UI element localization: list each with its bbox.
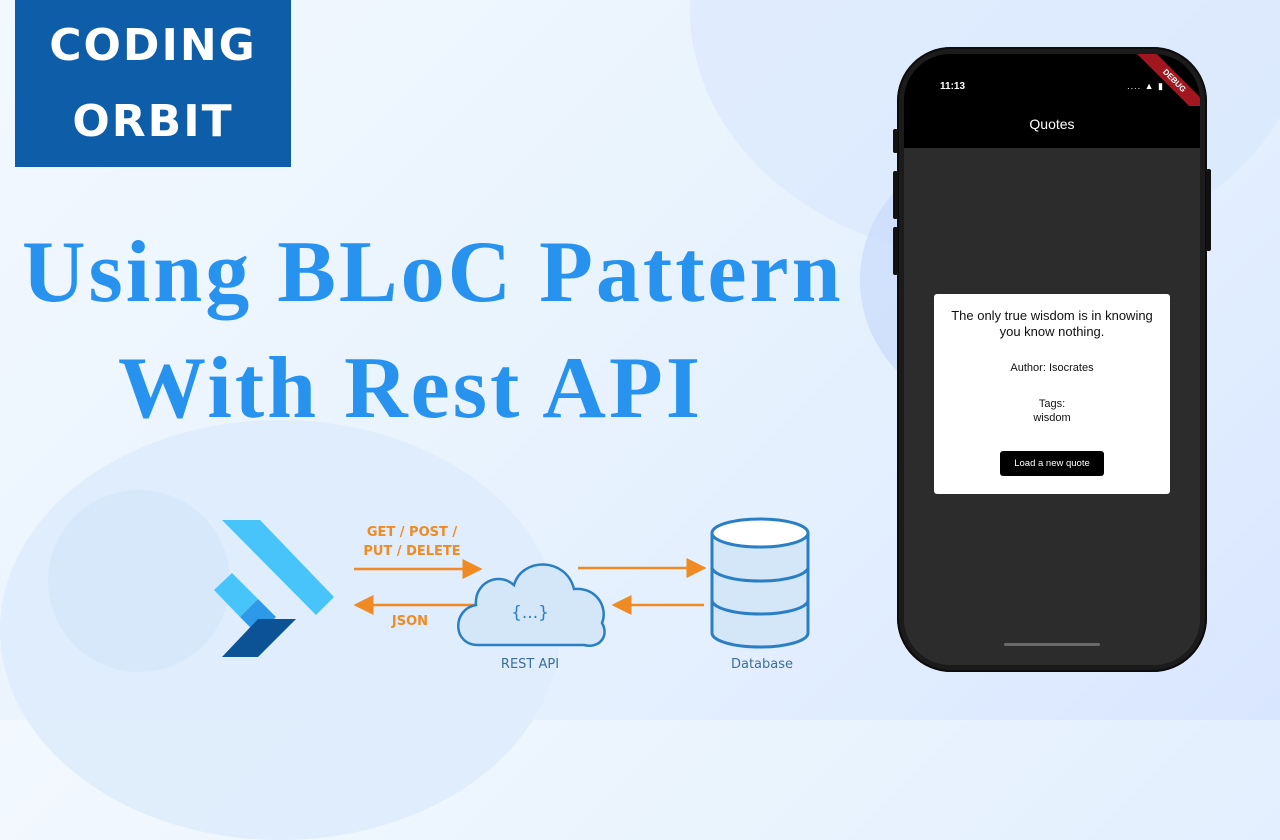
brand-line-2: ORBIT <box>72 96 234 147</box>
phone-volume-down-button <box>893 227 898 275</box>
flutter-logo-lower-bar <box>222 619 296 657</box>
flutter-logo-icon <box>214 520 334 657</box>
load-new-quote-button[interactable]: Load a new quote <box>1000 451 1104 476</box>
quote-tags-label: Tags: <box>1038 398 1066 410</box>
database-icon <box>710 517 810 649</box>
background-blob <box>48 490 230 672</box>
flutter-logo-upper-bar <box>222 520 334 615</box>
quote-card: The only true wisdom is in knowing you k… <box>934 294 1170 494</box>
request-methods-label-2: PUT / DELETE <box>363 544 460 559</box>
headline-line-2: With Rest API <box>118 340 703 437</box>
channel-logo: CODING ORBIT <box>15 0 291 167</box>
database-label: Database <box>731 657 793 672</box>
quote-tags-value: wisdom <box>1033 412 1071 424</box>
headline-line-1: Using BLoC Pattern <box>22 224 844 321</box>
status-icons: .... ▲ ▮ <box>1127 81 1164 91</box>
phone-power-button <box>1206 169 1211 251</box>
rest-api-label: REST API <box>501 657 559 672</box>
request-methods-label: GET / POST / <box>367 525 458 540</box>
phone-volume-up-button <box>893 171 898 219</box>
rest-api-diagram: GET / POST / PUT / DELETE JSON {...} RES… <box>353 517 810 672</box>
cloud-icon <box>457 563 606 648</box>
phone-side-button <box>893 129 898 153</box>
app-bar-title: Quotes <box>1029 116 1075 132</box>
phone-mockup: 11:13 .... ▲ ▮ DEBUG Quotes The only tru… <box>893 47 1211 672</box>
quote-author: Author: Isocrates <box>1010 362 1094 374</box>
status-time: 11:13 <box>940 81 966 92</box>
quote-text: The only true wisdom is in knowing you k… <box>951 308 1153 339</box>
json-label: JSON <box>391 614 428 629</box>
brand-line-1: CODING <box>49 20 257 71</box>
app-bar: Quotes <box>904 106 1200 148</box>
phone-screen: 11:13 .... ▲ ▮ DEBUG Quotes The only tru… <box>904 54 1200 665</box>
home-indicator <box>1004 643 1100 646</box>
cloud-symbol: {...} <box>511 603 549 623</box>
flutter-logo-middle-bar <box>214 573 258 617</box>
